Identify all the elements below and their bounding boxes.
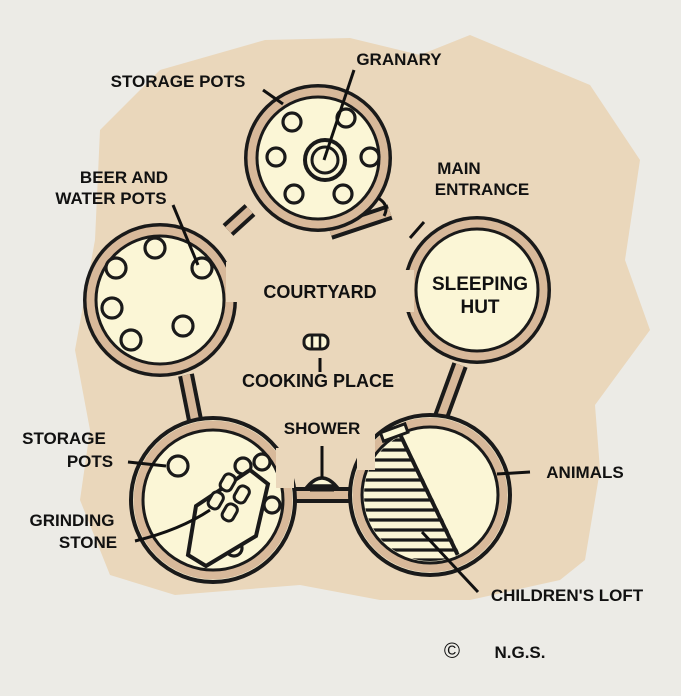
animals-hut	[348, 413, 512, 577]
grinding-hut	[129, 416, 297, 584]
grinding-stone-block	[185, 467, 271, 569]
label-beer-line2: WATER POTS	[55, 189, 166, 208]
credit-text: N.G.S.	[494, 643, 545, 662]
copyright-icon: ©	[444, 638, 460, 663]
label-main-line1: MAIN	[437, 159, 480, 178]
label-cooking-place: COOKING PLACE	[242, 371, 394, 391]
label-shower: SHOWER	[284, 419, 361, 438]
label-grinding-line2: STONE	[59, 533, 117, 552]
label-beer-line1: BEER AND	[80, 168, 168, 187]
granary-hut	[244, 84, 392, 232]
leader-lines	[127, 69, 531, 594]
label-childrens-loft: CHILDREN'S LOFT	[491, 586, 644, 605]
label-storage-pots-top: STORAGE POTS	[111, 72, 246, 91]
label-main-line2: ENTRANCE	[435, 180, 529, 199]
label-animals: ANIMALS	[546, 463, 623, 482]
label-sleeping-line1: SLEEPING	[432, 274, 528, 295]
sleeping-hut	[398, 216, 551, 364]
label-grinding-line1: GRINDING	[30, 511, 115, 530]
label-storage-line2: POTS	[67, 452, 113, 471]
shower-basin	[304, 476, 340, 492]
label-storage-line1: STORAGE	[22, 429, 106, 448]
label-courtyard: COURTYARD	[263, 282, 376, 302]
label-sleeping-line2: HUT	[460, 297, 499, 318]
label-granary: GRANARY	[356, 50, 442, 69]
cooking-place-icon	[302, 333, 330, 351]
